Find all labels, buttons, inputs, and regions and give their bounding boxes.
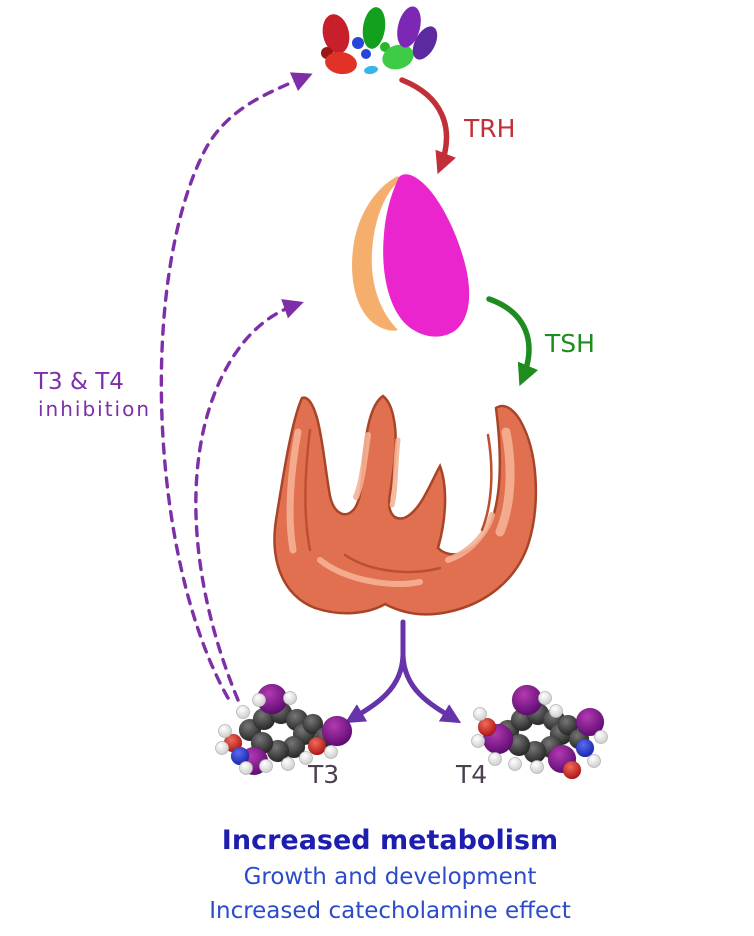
inhibition-arrow-to-hypothalamus [159, 72, 313, 700]
thyroid-illustration [273, 394, 538, 616]
t3-label: T3 [307, 760, 339, 789]
nitrogen-atom [575, 738, 595, 758]
hormone-release-arrows [344, 619, 462, 724]
iodine-atom [575, 707, 605, 737]
pituitary-illustration [352, 174, 470, 337]
effect-catecholamine: Increased catecholamine effect [209, 898, 571, 924]
oxygen-atom [477, 717, 497, 737]
effects-text: Increased metabolism Growth and developm… [209, 825, 571, 924]
hypothalamus-illustration [321, 6, 438, 75]
trh-arrow [399, 77, 456, 175]
t4-molecule [471, 684, 608, 780]
tsh-label: TSH [544, 329, 595, 358]
inhibition-label-line2: inhibition [38, 397, 151, 421]
release-arrow-t3 [344, 652, 406, 724]
release-arrow-t4 [400, 652, 462, 724]
tsh-arrow [486, 296, 539, 387]
pituitary-anterior-lobe [383, 174, 470, 337]
inhibition-arrow-to-pituitary [194, 299, 304, 702]
oxygen-atom [307, 736, 327, 756]
t4-label: T4 [455, 760, 487, 789]
inhibition-label: T3 & T4 inhibition [33, 369, 151, 421]
t3-molecule [215, 683, 353, 776]
iodine-atom [321, 715, 353, 747]
oxygen-atom [562, 760, 582, 780]
inhibition-label-line1: T3 & T4 [33, 369, 124, 395]
iodine-atom [511, 684, 543, 716]
pituitary-posterior-lobe [352, 176, 400, 331]
trh-label: TRH [463, 114, 515, 143]
effect-growth-development: Growth and development [244, 864, 537, 890]
effect-increased-metabolism: Increased metabolism [222, 825, 558, 856]
